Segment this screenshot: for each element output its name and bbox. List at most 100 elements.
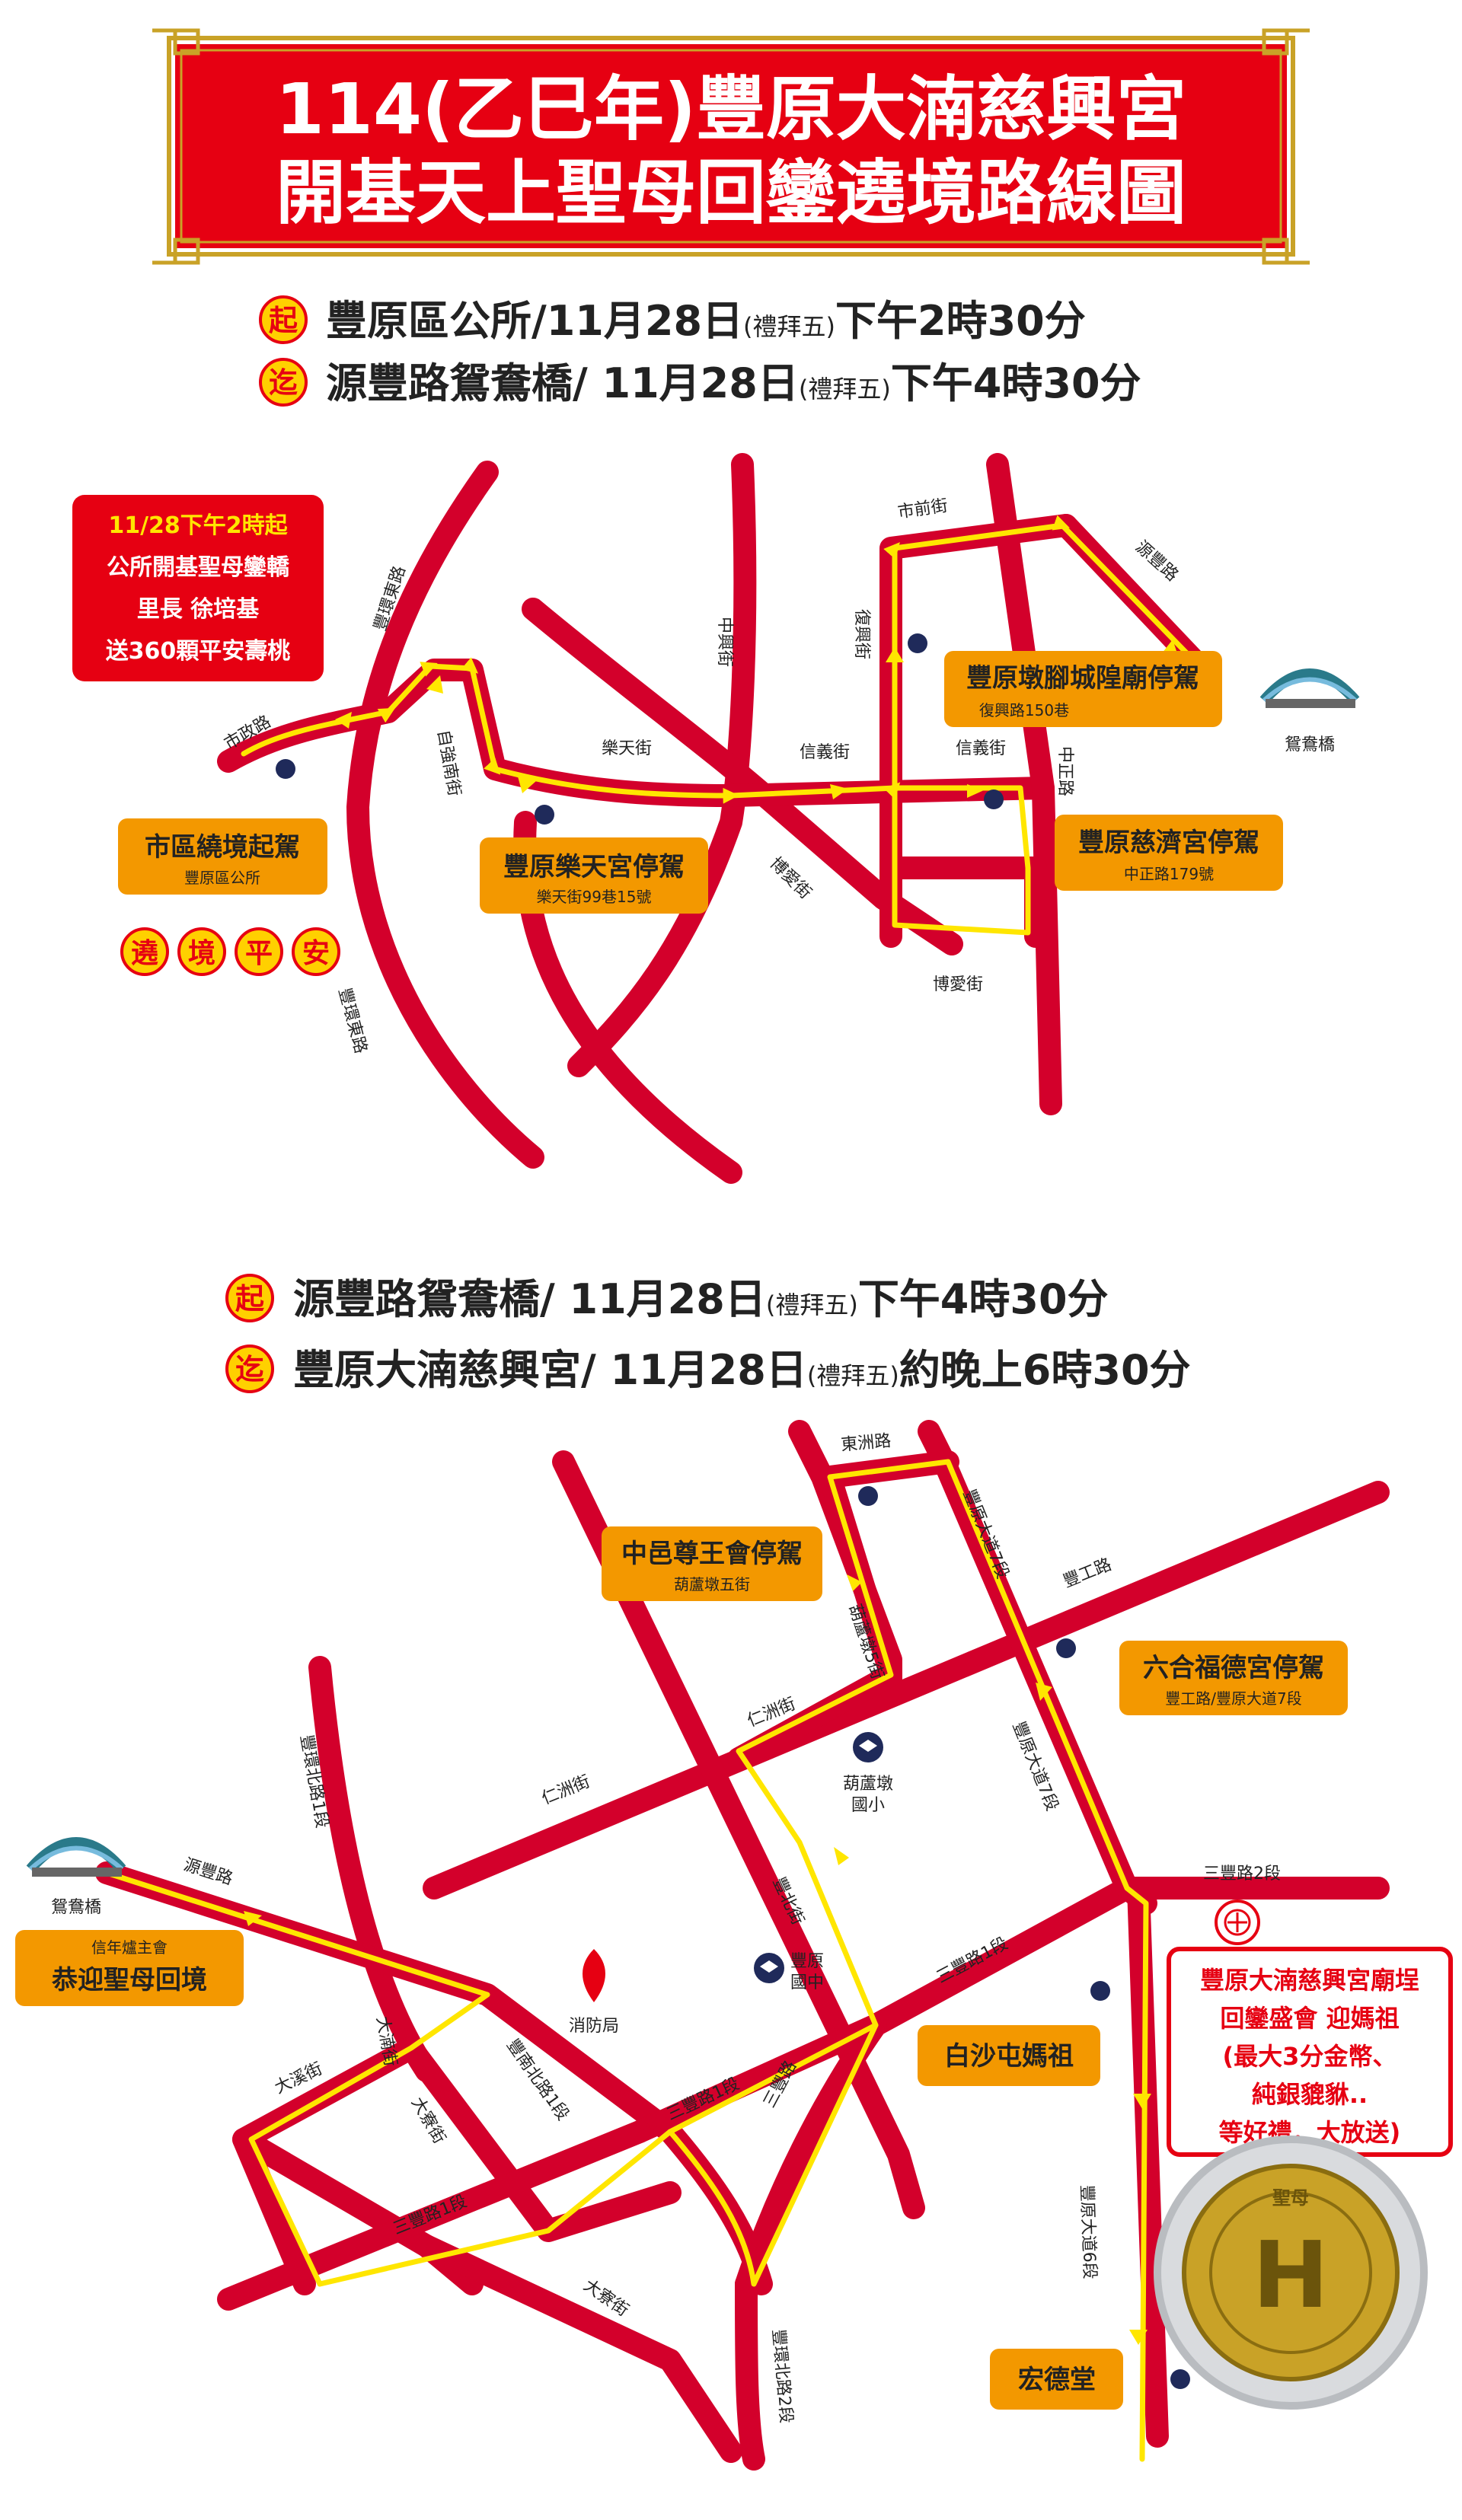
landmark-label: 葫蘆墩 xyxy=(843,1775,893,1794)
section1-start-time: 下午2時30分 xyxy=(835,297,1086,345)
end-badge: 迄 xyxy=(269,366,298,400)
temple-line-1: 豐原大湳慈興宮廟埕 xyxy=(1200,1966,1419,1995)
stop-box-ciji: 豐原慈濟宮停駕 中正路179號 xyxy=(1055,815,1283,891)
street-label: 三豐路2段 xyxy=(1203,1864,1281,1884)
stop-dot xyxy=(535,805,554,825)
section1-schedule: 起 豐原區公所/11月28日(禮拜五)下午2時30分 迄 源豐路鴛鴦橋/ 11月… xyxy=(259,295,1141,407)
stop-title: 宏德堂 xyxy=(1018,2365,1096,2395)
stop-title: 豐原墩腳城隍廟停駕 xyxy=(966,663,1199,694)
arrow-icon xyxy=(1133,2094,1151,2109)
arrow-icon xyxy=(1129,2330,1148,2345)
bridge-icon xyxy=(26,1837,126,1877)
temple-line-2: 回鑾盛會 迎媽祖 xyxy=(1220,2004,1399,2033)
section1-start-weekday: (禮拜五) xyxy=(743,312,835,341)
stop-dot xyxy=(1056,1638,1076,1658)
section1-end-place: 源豐路鴛鴦橋 xyxy=(326,359,573,407)
section1-route xyxy=(241,515,1206,936)
blessing-badge-icon xyxy=(177,927,226,976)
stop-title: 中邑尊王會停駕 xyxy=(621,1539,803,1569)
section2-end-weekday: (禮拜五) xyxy=(807,1361,899,1390)
start-badge-icon xyxy=(225,1274,274,1322)
coin-glyph: H xyxy=(1253,2223,1329,2329)
street-label: 市前街 xyxy=(896,496,949,522)
stop-box-background xyxy=(990,2349,1123,2410)
blessing-char: 境 xyxy=(188,938,215,969)
stop-box-background xyxy=(918,2025,1100,2086)
start-badge-icon xyxy=(259,295,308,344)
section2-start-time: 下午4時30分 xyxy=(858,1275,1109,1323)
section2-start-date: / 11月28日 xyxy=(540,1275,766,1323)
street-label: 自強南街 xyxy=(433,729,464,798)
section1-stop-dots xyxy=(276,633,1004,825)
corner-ornament-icon xyxy=(152,28,1310,265)
section2-end-place: 豐原大湳慈興宮 xyxy=(293,1346,581,1394)
stop-box-background xyxy=(15,1930,244,2006)
arrow-icon xyxy=(1036,1683,1052,1701)
notice-line-3: 里長 徐培基 xyxy=(137,596,259,623)
end-badge-icon xyxy=(225,1345,274,1393)
street-label: 源豐路 xyxy=(181,1855,235,1889)
section1-end-weekday: (禮拜五) xyxy=(799,375,891,404)
blessing-badge-icon xyxy=(120,927,169,976)
stop-sub: 葫蘆墩五街 xyxy=(674,1575,750,1593)
title-line-2: 開基天上聖母回鑾遶境路線圖 xyxy=(276,152,1186,234)
section2-arrows xyxy=(244,1574,1151,2345)
section2-start-text: 源豐路鴛鴦橋/ 11月28日(禮拜五)下午4時30分 xyxy=(293,1275,1109,1323)
stop-box-zhongyi: 中邑尊王會停駕 葫蘆墩五街 xyxy=(602,1526,822,1601)
bridge-icon xyxy=(1259,668,1360,708)
coin-rim-text: 聖母 xyxy=(1272,2187,1309,2209)
bridge-label: 鴛鴦橋 xyxy=(51,1898,101,1917)
stop-sub: 信年爐主會 xyxy=(91,1938,168,1957)
road-renzhou-fenggong xyxy=(423,1481,1390,1900)
street-label: 豐環東路 xyxy=(334,986,370,1055)
landmark-label: 豐原 xyxy=(790,1952,824,1971)
arrow-icon xyxy=(244,1911,262,1926)
section2-stop-dots xyxy=(858,1486,1190,2389)
route-line-loop xyxy=(892,785,1031,936)
section1-end-text: 源豐路鴛鴦橋/ 11月28日(禮拜五)下午4時30分 xyxy=(326,359,1141,407)
section2-end-text: 豐原大湳慈興宮/ 11月28日(禮拜五)約晚上6時30分 xyxy=(293,1346,1191,1394)
road-sanfeng1-west xyxy=(217,2120,651,2311)
end-badge-icon xyxy=(259,358,308,407)
street-label: 信義街 xyxy=(956,739,1006,758)
section2-end-date: / 11月28日 xyxy=(581,1346,807,1394)
stop-box-chenghuang: 豐原墩腳城隍廟停駕 復興路150巷 xyxy=(944,651,1222,727)
stop-dot xyxy=(908,633,927,653)
title-line-1: 114(乙巳年)豐原大湳慈興宮 xyxy=(276,69,1186,150)
stop-box-background xyxy=(118,818,327,895)
school-2-marker: 豐原 國中 xyxy=(754,1952,824,1992)
section1-end-time: 下午4時30分 xyxy=(891,359,1141,407)
road-fenghuan-east xyxy=(346,461,544,1169)
street-label: 中興街 xyxy=(715,617,734,667)
stop-title: 六合福德宮停駕 xyxy=(1143,1653,1324,1683)
street-label: 豐環北路2段 xyxy=(768,2328,796,2424)
fire-station-marker: 消防局 xyxy=(569,1949,619,2036)
section1-end-row: 迄 源豐路鴛鴦橋/ 11月28日(禮拜五)下午4時30分 xyxy=(259,358,1141,407)
road-fenghuan-north1 xyxy=(308,1656,438,2082)
notice-line-4: 送360顆平安壽桃 xyxy=(106,638,291,665)
fire-station-icon xyxy=(583,1949,605,2002)
stop-box-hongde: 宏德堂 xyxy=(990,2349,1123,2410)
street-label: 源豐路 xyxy=(1132,537,1182,585)
road-daliao-south xyxy=(415,2235,742,2463)
blessing-badge-icon xyxy=(292,927,340,976)
road-sanfeng-south xyxy=(735,2014,887,2295)
school-1-marker: 葫蘆墩 國小 xyxy=(843,1732,893,1815)
blessing-char: 平 xyxy=(245,938,273,969)
stop-box-liuhe: 六合福德宮停駕 豐工路/豐原大道7段 xyxy=(1119,1641,1348,1715)
stop-dot xyxy=(984,789,1004,809)
stop-sub: 豐工路/豐原大道7段 xyxy=(1165,1689,1301,1708)
stop-title: 豐原樂天宮停駕 xyxy=(503,852,685,882)
section1-start-row: 起 豐原區公所/11月28日(禮拜五)下午2時30分 xyxy=(259,295,1086,345)
road-boai-loop xyxy=(879,856,1047,948)
section1-map xyxy=(217,453,1215,1184)
street-label: 中正路 xyxy=(1055,746,1074,796)
section2-start-row: 起 源豐路鴛鴦橋/ 11月28日(禮拜五)下午4時30分 xyxy=(225,1274,1109,1323)
stop-title: 市區繞境起駕 xyxy=(145,832,300,863)
temple-line-3: (最大3分金幣、 xyxy=(1223,2042,1397,2071)
stop-dot xyxy=(1090,1981,1110,2001)
section2-map xyxy=(95,1420,1390,2471)
stop-sub: 樂天街99巷15號 xyxy=(537,888,652,906)
